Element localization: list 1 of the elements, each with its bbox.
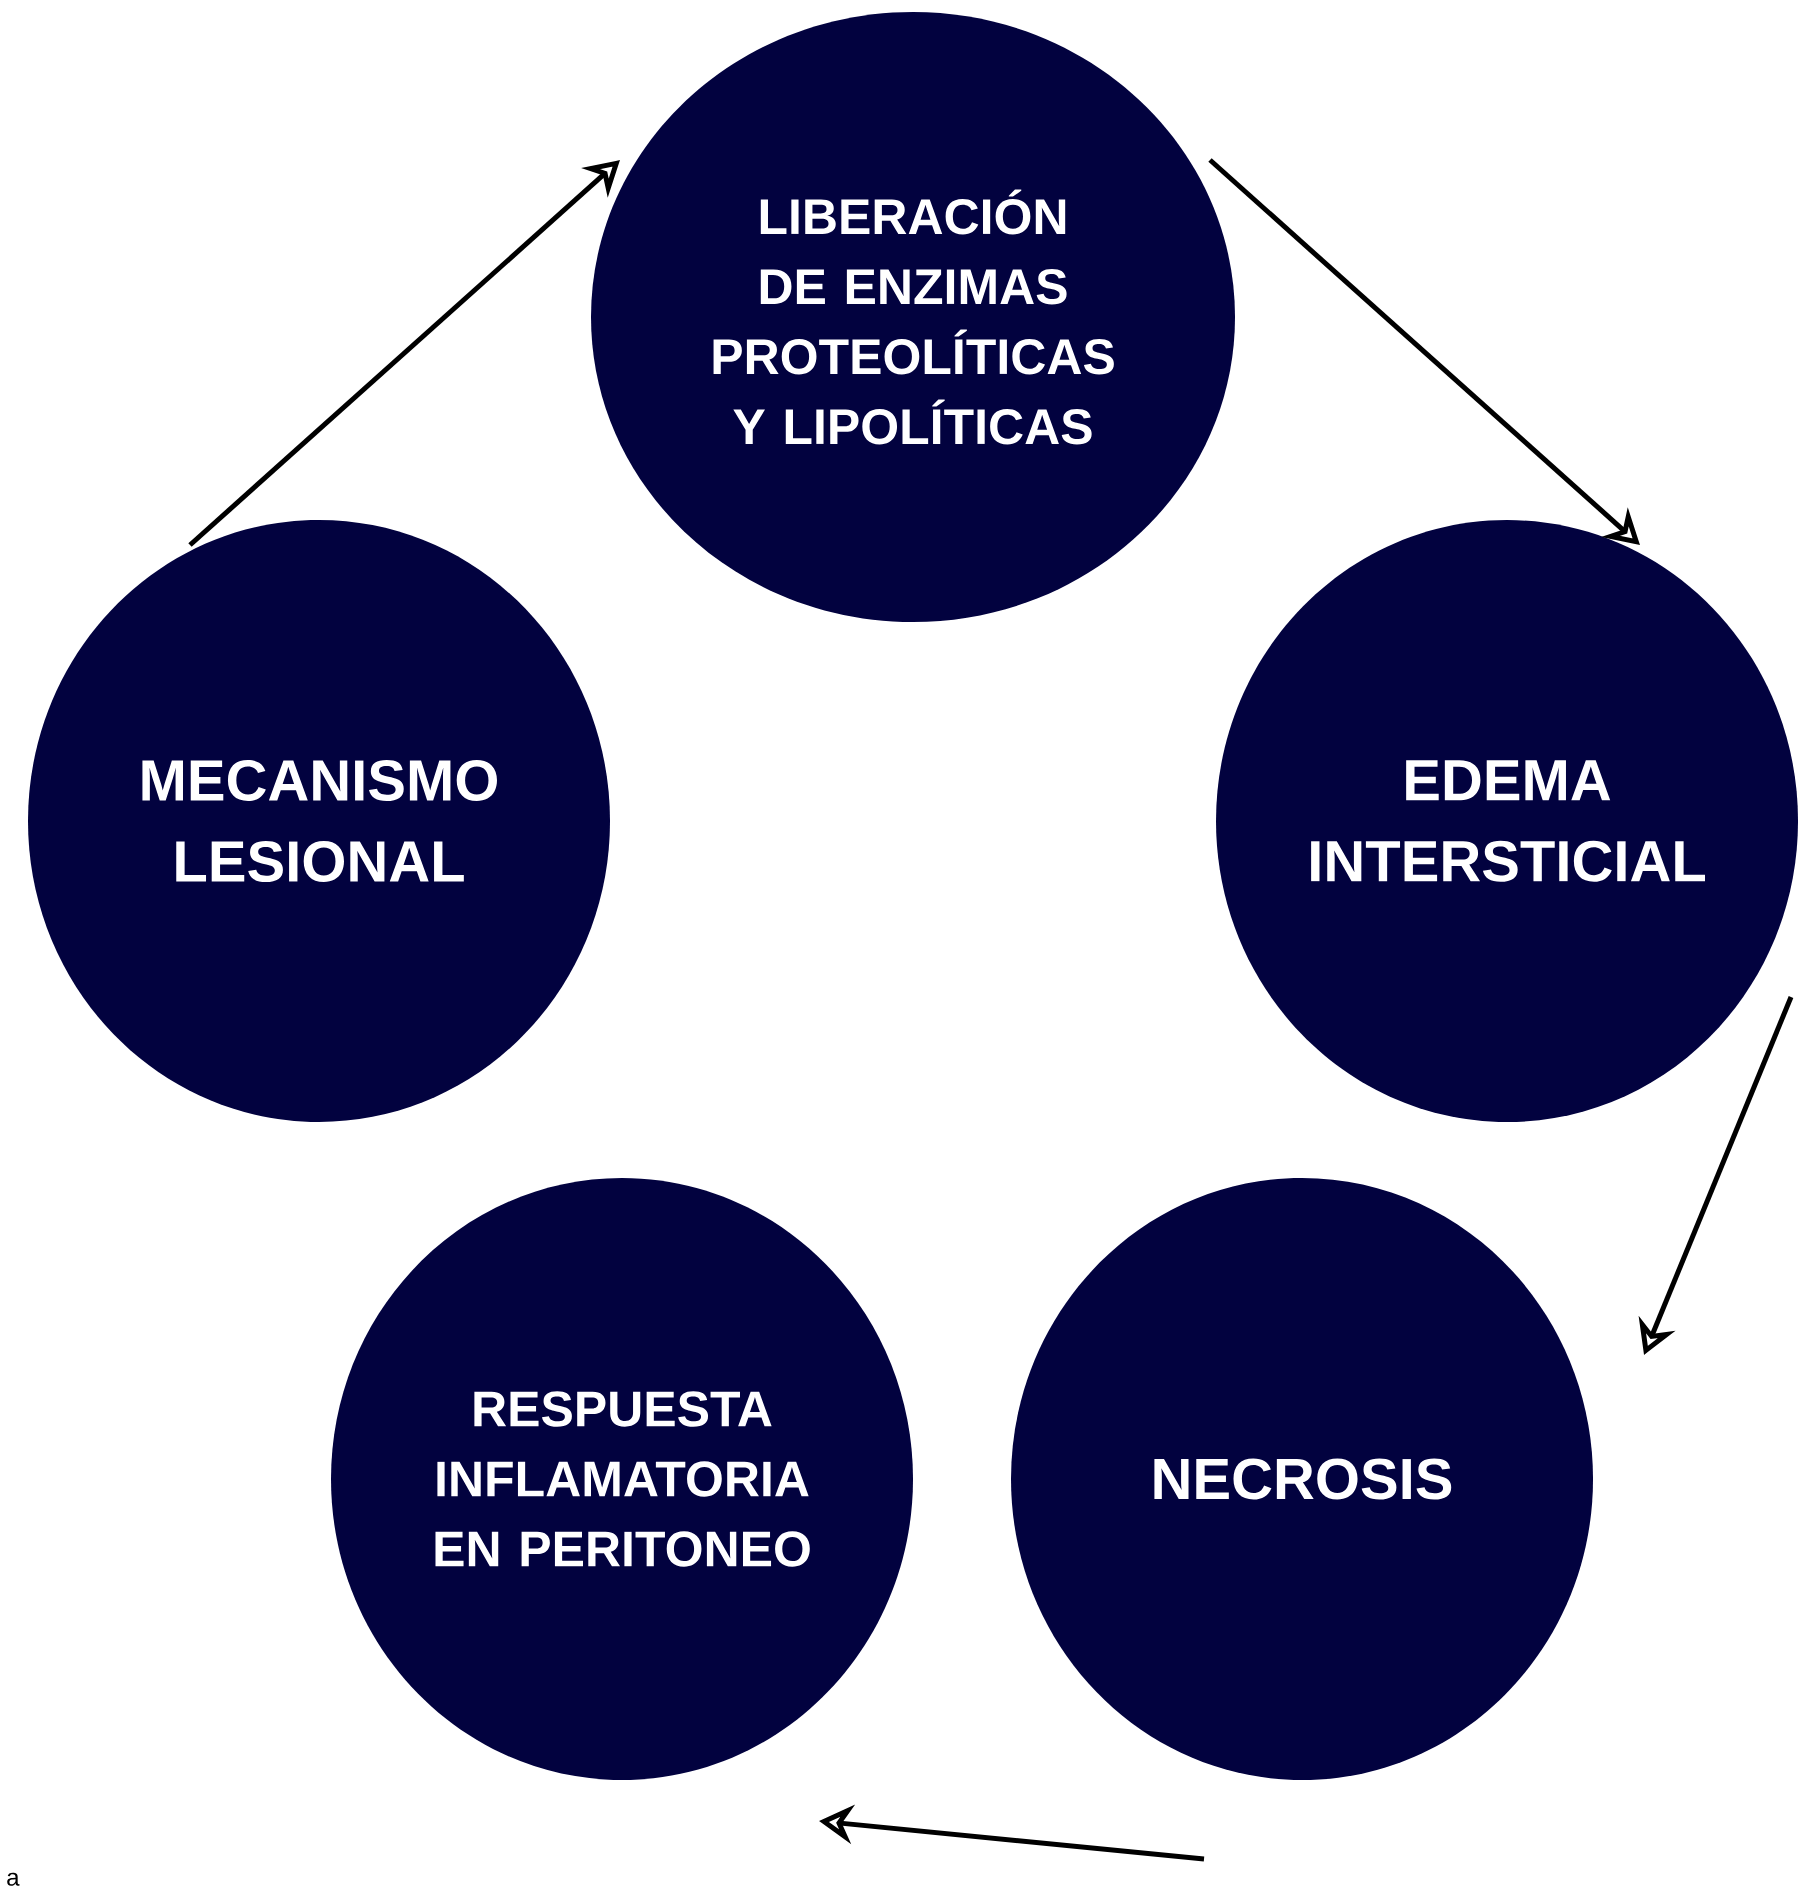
text-fragment: a: [7, 1872, 20, 1886]
